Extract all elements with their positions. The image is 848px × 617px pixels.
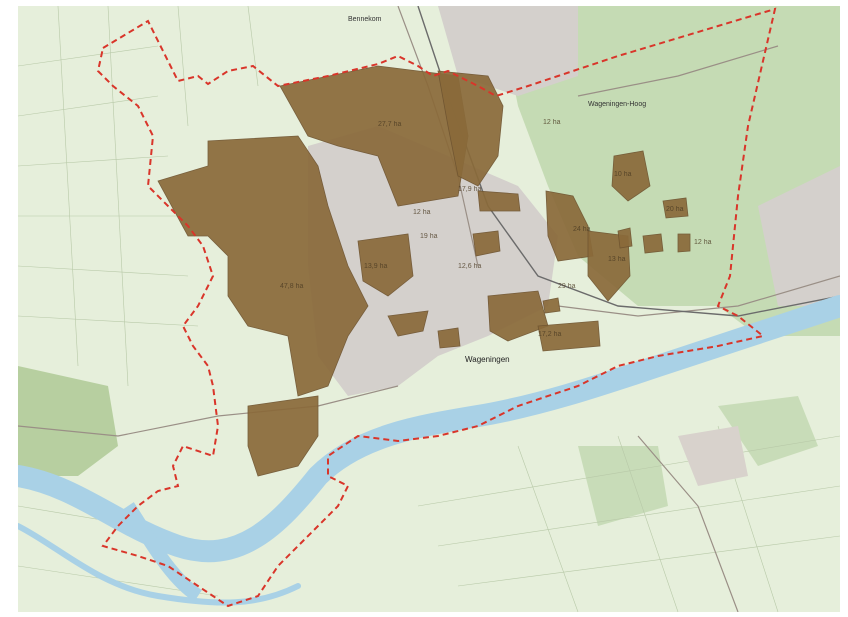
parcel-label: 13,9 ha bbox=[364, 263, 387, 270]
parcel-central-a[interactable] bbox=[357, 233, 414, 297]
field-green-southeast bbox=[718, 396, 818, 466]
municipal-boundary[interactable] bbox=[96, 7, 777, 608]
map-frame: 27,7 ha 47,8 ha 17,9 ha 12 ha 19 ha 13,9… bbox=[18, 6, 840, 612]
parcel-east-c[interactable] bbox=[611, 150, 651, 202]
parcel-label: 12 ha bbox=[543, 119, 561, 126]
parcel-label: 29 ha bbox=[558, 283, 576, 290]
parcel-east-g[interactable] bbox=[617, 227, 633, 249]
parcel-central-c[interactable] bbox=[472, 230, 501, 257]
parcel-central-b[interactable] bbox=[387, 310, 429, 337]
parcel-label: 12 ha bbox=[413, 209, 431, 216]
parcel-north-central[interactable] bbox=[437, 70, 504, 187]
parcel-label: 17,2 ha bbox=[538, 331, 561, 338]
parcel-label: 12,6 ha bbox=[458, 263, 481, 270]
parcel-east-e[interactable] bbox=[642, 233, 664, 254]
parcel-label: 47,8 ha bbox=[280, 283, 303, 290]
place-label-wageningen-hoog: Wageningen-Hoog bbox=[588, 101, 646, 108]
parcel-label: 27,7 ha bbox=[378, 121, 401, 128]
parcel-label: 19 ha bbox=[420, 233, 438, 240]
town-label-wageningen: Wageningen bbox=[465, 355, 510, 364]
parcel-south-east[interactable] bbox=[537, 320, 601, 352]
parcel-label: 12 ha bbox=[694, 239, 712, 246]
parcel-small-south[interactable] bbox=[437, 327, 461, 349]
parcel-east-d[interactable] bbox=[662, 197, 689, 219]
village-southeast bbox=[678, 426, 748, 486]
parcel-central-d[interactable] bbox=[477, 190, 521, 212]
parcel-southwest[interactable] bbox=[247, 395, 319, 477]
parcel-west-large[interactable] bbox=[157, 135, 369, 397]
parcel-label: 13 ha bbox=[608, 256, 626, 263]
parcel-east-f[interactable] bbox=[677, 233, 691, 253]
place-label-bennekom: Bennekom bbox=[348, 16, 382, 23]
topographic-map[interactable]: 27,7 ha 47,8 ha 17,9 ha 12 ha 19 ha 13,9… bbox=[18, 6, 840, 612]
parcel-label: 10 ha bbox=[614, 171, 632, 178]
parcel-label: 17,9 ha bbox=[458, 186, 481, 193]
parcel-small-east[interactable] bbox=[542, 297, 561, 314]
parcel-label-group: 27,7 ha 47,8 ha 17,9 ha 12 ha 19 ha 13,9… bbox=[280, 119, 712, 338]
field-green-south bbox=[578, 446, 668, 526]
parcel-south-central[interactable] bbox=[487, 290, 549, 342]
urban-area-north bbox=[438, 6, 578, 96]
parcel-northwest[interactable] bbox=[279, 65, 469, 207]
parcel-label: 24 ha bbox=[573, 226, 591, 233]
river-rhine bbox=[18, 295, 840, 606]
parcel-group bbox=[157, 65, 691, 477]
road-network bbox=[18, 6, 840, 612]
parcel-label: 20 ha bbox=[666, 206, 684, 213]
forest-area-west bbox=[18, 366, 118, 476]
urban-area-east bbox=[758, 166, 840, 306]
